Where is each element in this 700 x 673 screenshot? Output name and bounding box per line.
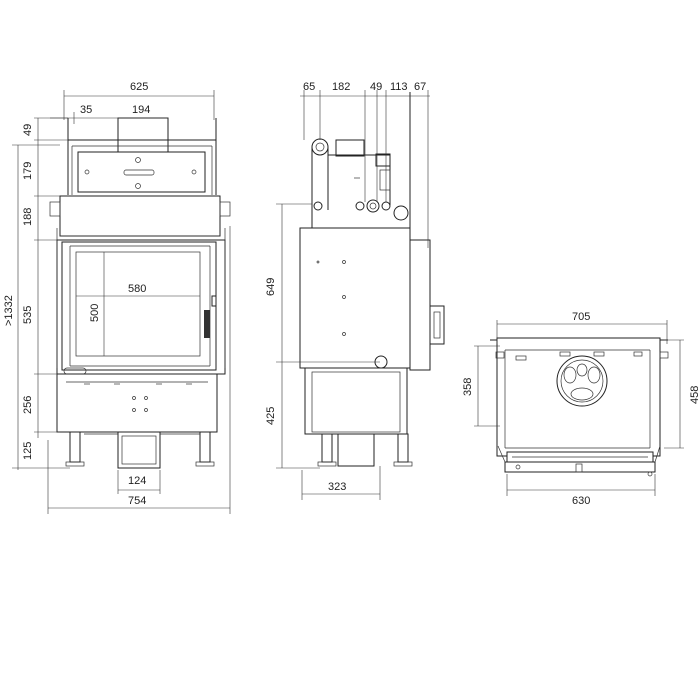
dim-upper-box-height: 179 [22, 162, 34, 180]
dim-top-depth-inner: 358 [462, 378, 474, 396]
dim-top-depth-outer: 458 [689, 386, 700, 404]
flue-collar [117, 117, 169, 155]
flue-outlet [556, 355, 608, 407]
dim-glass-height: 500 [89, 304, 101, 322]
middle-body [59, 195, 221, 237]
dim-glass-width: 580 [128, 283, 146, 295]
side-view: 65 182 49 113 67 649 425 323 [265, 81, 445, 500]
dim-top-width: 705 [572, 311, 590, 323]
dim-top-height: 49 [22, 124, 34, 136]
dim-inlet-width: 124 [128, 475, 146, 487]
top-view: 705 358 458 630 [462, 311, 700, 507]
dim-door-height: 535 [22, 306, 34, 324]
door-handle [204, 310, 210, 338]
dim-legs-height: 125 [22, 442, 34, 460]
dim-side-65: 65 [303, 81, 315, 93]
side-dimensions: 65 182 49 113 67 649 425 323 [265, 81, 430, 500]
dim-side-lower-height: 425 [265, 407, 277, 425]
front-view: 625 35 194 49 179 188 >1332 535 256 125 [3, 81, 231, 514]
dim-base-width: 754 [128, 495, 146, 507]
side-main-body [299, 227, 411, 369]
dim-lower-box-height: 188 [22, 208, 34, 226]
door-glass [75, 251, 201, 357]
dim-side-depth: 323 [328, 481, 346, 493]
dim-side-49: 49 [370, 81, 382, 93]
base-box [56, 373, 218, 433]
dim-flue-width: 194 [132, 104, 150, 116]
top-dimensions: 705 358 458 630 [462, 311, 700, 507]
dim-top-width-front: 630 [572, 495, 590, 507]
dim-side-113: 113 [390, 81, 408, 93]
side-lower-body [304, 367, 408, 435]
dim-side-182: 182 [332, 81, 350, 93]
dim-side-upper-height: 649 [265, 278, 277, 296]
dim-base-height: 256 [22, 396, 34, 414]
front-dimensions: 625 35 194 49 179 188 >1332 535 256 125 [3, 81, 231, 514]
air-inlet [117, 431, 161, 469]
dim-total-height: >1332 [3, 295, 15, 326]
dim-offset-left: 35 [80, 104, 92, 116]
dim-side-67: 67 [414, 81, 426, 93]
upper-convection-box [77, 151, 206, 193]
dim-overall-width: 625 [130, 81, 148, 93]
